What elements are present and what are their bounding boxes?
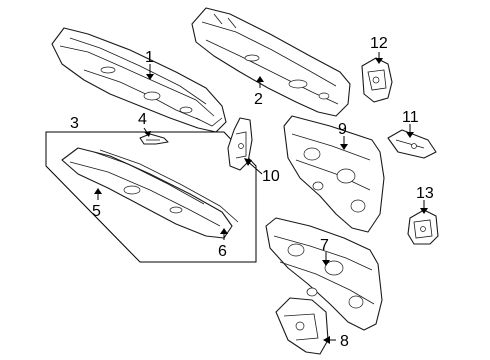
callout-10: 10 (262, 168, 280, 185)
callout-5: 5 (92, 203, 101, 220)
callout-11: 11 (402, 109, 419, 126)
part-5-cowl-assembly (61, 147, 233, 239)
part-1-cowl-panel (51, 27, 227, 133)
part-10-side-bracket (227, 117, 253, 171)
part-2-cowl-top-panel (191, 7, 351, 117)
callout-1: 1 (145, 49, 154, 66)
callout-13: 13 (416, 185, 434, 202)
callout-12: 12 (370, 35, 388, 52)
callout-3: 3 (70, 115, 79, 132)
part-12-bracket (361, 57, 393, 103)
callout-4: 4 (138, 111, 147, 128)
part-4-clip (139, 133, 169, 145)
part-9-dash-panel-upper (283, 115, 385, 233)
assembly-3-outline (45, 131, 257, 263)
callout-2: 2 (254, 91, 263, 108)
part-11-bracket (387, 129, 437, 159)
callout-7: 7 (320, 237, 329, 254)
part-8-lower-bracket (275, 297, 329, 355)
callout-9: 9 (338, 121, 347, 138)
part-7-dash-panel-lower (265, 217, 383, 331)
part-13-bracket (407, 209, 439, 245)
leader-lines (94, 52, 428, 344)
callout-labels: 1 2 3 4 5 6 7 8 9 10 11 12 13 (70, 35, 434, 350)
part-6-seal-strip (99, 149, 239, 223)
callout-6: 6 (218, 243, 227, 260)
callout-8: 8 (340, 333, 349, 350)
